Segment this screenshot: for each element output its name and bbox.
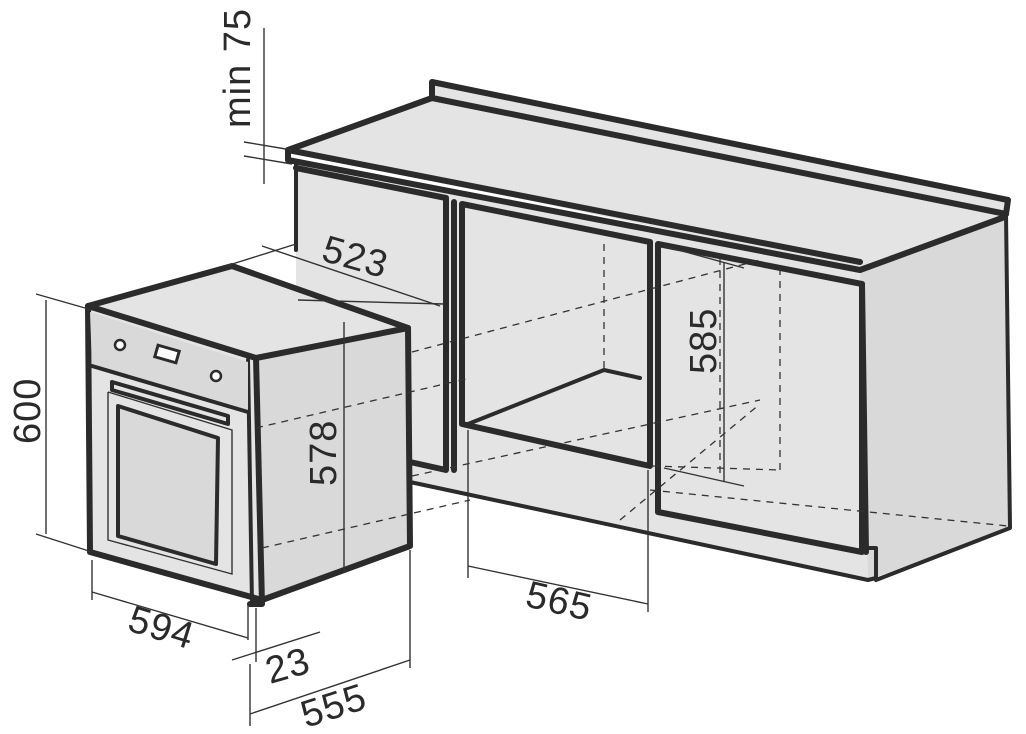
dimension-lines — [35, 28, 745, 726]
cabinet-backsplash — [432, 82, 1008, 214]
display-icon — [152, 343, 182, 365]
right-knob-icon — [209, 369, 223, 383]
dim-oven-body-height: 578 — [303, 420, 345, 486]
worktop-front-line — [285, 147, 863, 265]
oven-front-right-edge — [246, 358, 254, 606]
niche-frame — [459, 201, 653, 469]
oven-door-frame — [107, 391, 233, 575]
oven-top-front-edge — [85, 303, 265, 607]
cabinet-worktop — [288, 98, 1006, 270]
niche-back-floor — [466, 368, 642, 426]
floor-dash — [649, 489, 1009, 527]
cabinet-side — [860, 214, 1010, 580]
oven-depth-dash-top — [255, 377, 471, 429]
oven-top — [88, 266, 408, 358]
oven-window-outline — [116, 404, 220, 566]
depth-dash-top — [411, 259, 761, 353]
cabinet-front — [296, 162, 868, 580]
niche-floor-dash — [651, 465, 781, 471]
oven-handle — [110, 380, 230, 426]
oven-top-side-edge — [253, 325, 411, 361]
oven — [85, 263, 471, 607]
left-knob-icon — [113, 338, 127, 352]
control-panel-edge — [90, 364, 250, 414]
oven-side — [256, 328, 410, 600]
dim-oven-total-depth: 555 — [296, 676, 372, 734]
right-door-edge — [859, 281, 869, 555]
dim-oven-width: 594 — [123, 598, 199, 658]
dim-niche-width: 565 — [522, 574, 596, 630]
cabinet — [285, 79, 1012, 582]
cabinet-right-side — [874, 212, 1012, 582]
dim-oven-height: 600 — [7, 378, 49, 444]
oven-window — [118, 406, 218, 564]
oven-depth-dash-bottom — [261, 499, 471, 549]
dim-niche-height: 585 — [683, 308, 725, 374]
cabinet-left-door-edge — [293, 165, 449, 473]
dim-clearance-top: min 75 — [217, 8, 259, 128]
floor-dash-diag — [619, 403, 761, 521]
cabinet-backsplash-edge — [429, 79, 1011, 217]
